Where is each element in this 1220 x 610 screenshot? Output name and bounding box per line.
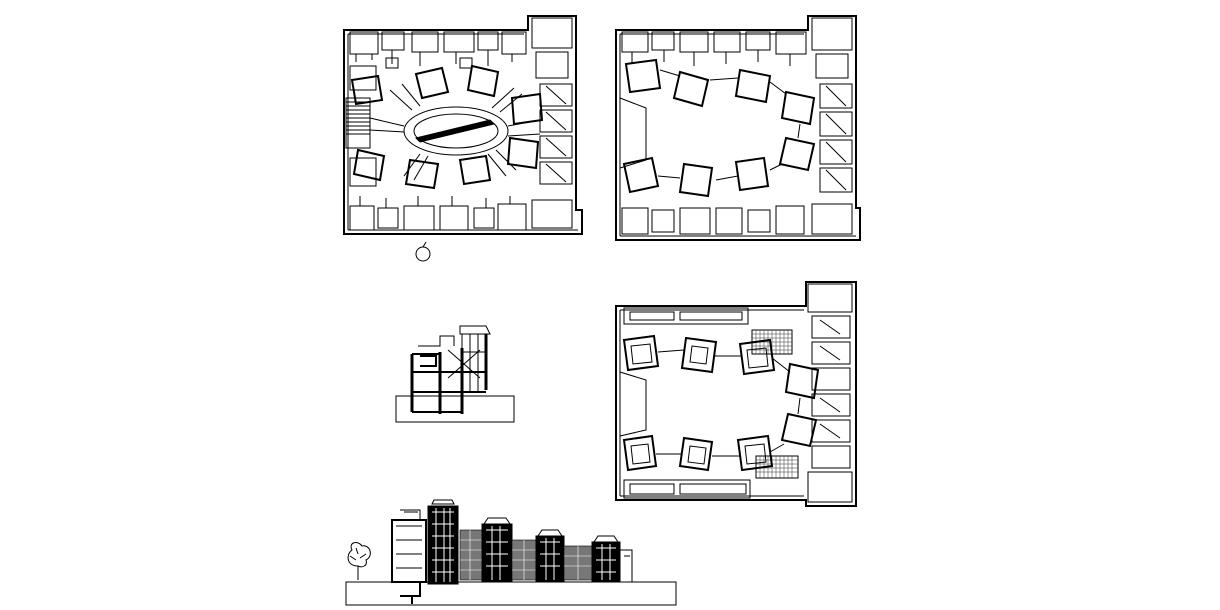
street-elevation — [345, 499, 677, 606]
elevation-facade-2 — [481, 517, 513, 583]
north-arrow-icon — [415, 246, 431, 262]
roof-plan — [615, 281, 857, 507]
elevation-facade-4 — [591, 535, 621, 583]
upper-floor-plan — [615, 15, 861, 241]
elevation-facade-1 — [427, 499, 459, 585]
building-section — [395, 325, 515, 423]
elevation-facade-3 — [535, 529, 565, 583]
tree-icon — [347, 542, 371, 580]
ground-floor-plan — [343, 15, 583, 262]
